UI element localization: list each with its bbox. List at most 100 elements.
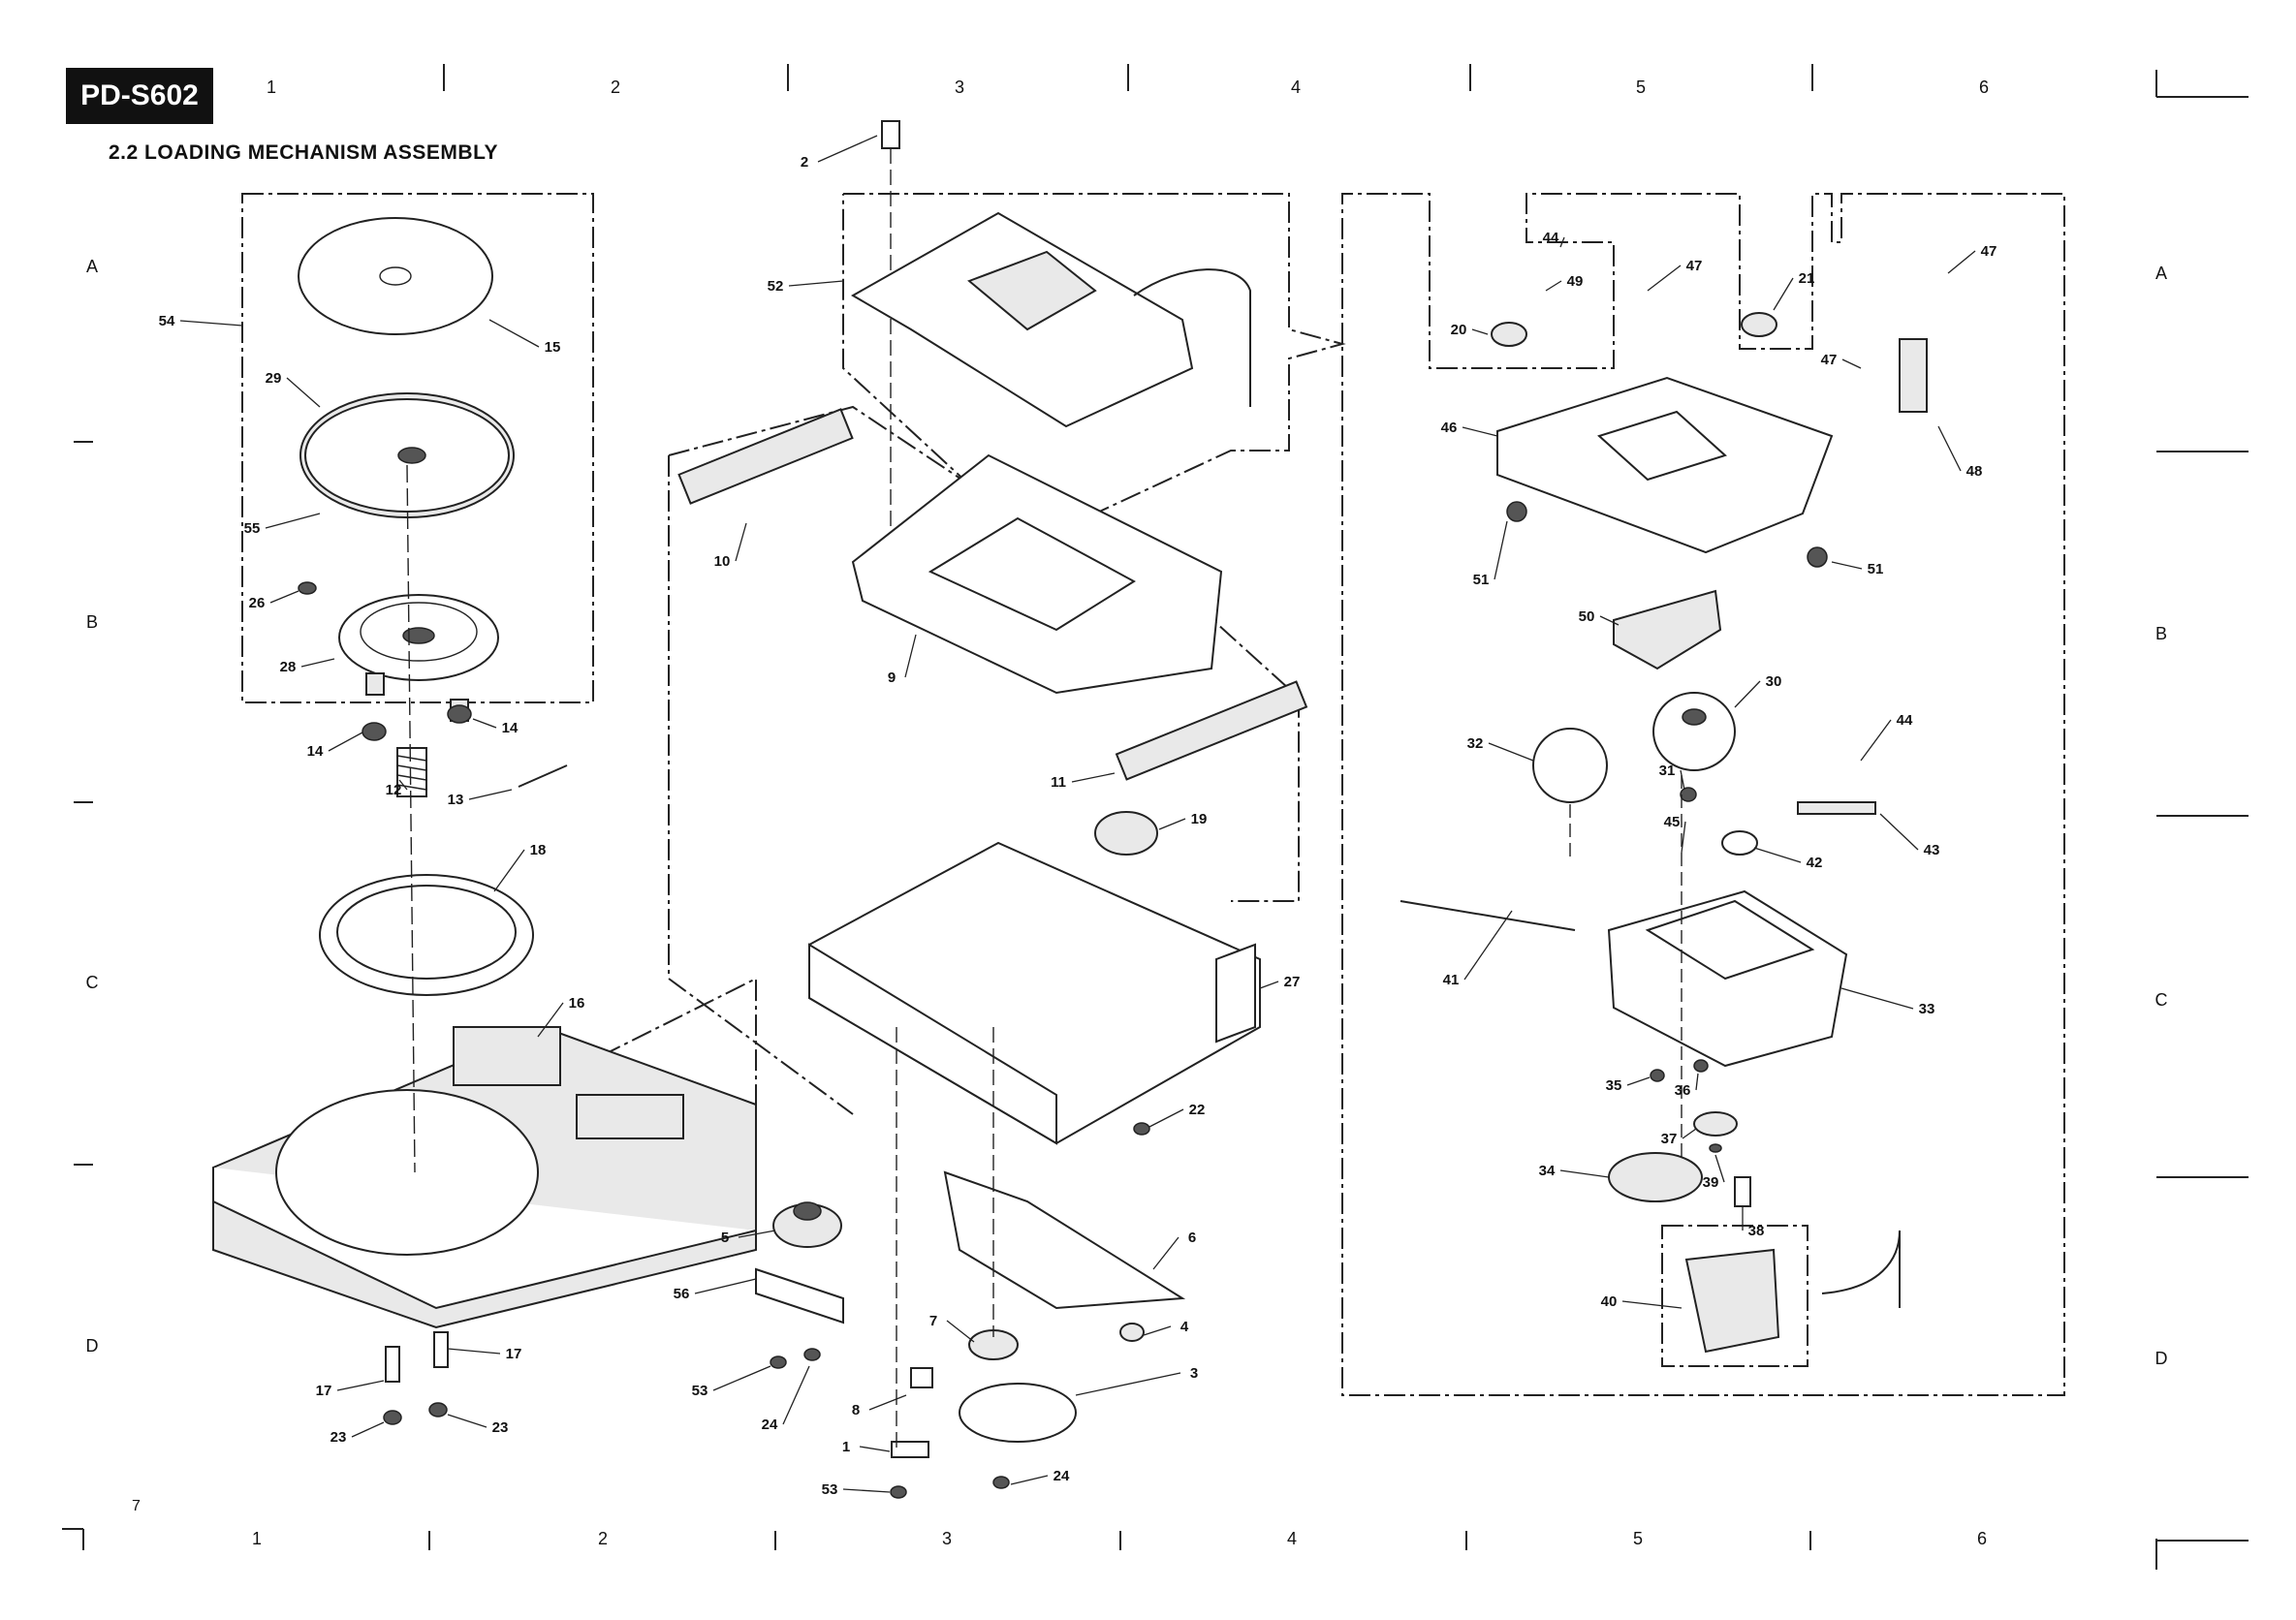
right-zone-ticks <box>2156 451 2249 1178</box>
callout-22: 22 <box>1148 1102 1205 1128</box>
callout-label: 23 <box>492 1419 509 1436</box>
callout-42: 42 <box>1753 847 1823 871</box>
callout-leader <box>1158 818 1186 830</box>
callout-leader <box>1494 520 1508 580</box>
callout-label: 51 <box>1868 561 1884 577</box>
column-label-top: 5 <box>1636 78 1646 97</box>
callout-label: 27 <box>1284 974 1301 990</box>
callout-leader <box>1599 615 1620 626</box>
clip-26 <box>298 581 317 595</box>
slide-rail-11 <box>1115 680 1308 781</box>
callout-label: 47 <box>1821 352 1838 368</box>
bracket-56 <box>755 1267 844 1324</box>
callout-leader <box>788 280 844 287</box>
callout-11: 11 <box>1051 772 1116 791</box>
callout-label: 37 <box>1661 1131 1678 1147</box>
callout-leader <box>1647 265 1682 292</box>
callout-leader <box>1753 847 1802 863</box>
row-label-right: D <box>2155 1349 2168 1368</box>
column-label-bottom: 2 <box>598 1529 608 1548</box>
callout-leader <box>1075 1372 1181 1396</box>
washer-39 <box>1709 1143 1722 1153</box>
callout-50: 50 <box>1579 608 1620 626</box>
callout-leader <box>472 718 497 729</box>
callout-label: 14 <box>502 720 519 736</box>
callout-label: 56 <box>674 1286 690 1302</box>
column-label-bottom: 4 <box>1287 1529 1297 1548</box>
gear-4 <box>1119 1323 1145 1342</box>
callout-label: 11 <box>1051 774 1066 791</box>
callout-label: 17 <box>316 1383 332 1399</box>
callout-label: 18 <box>530 842 547 858</box>
callout-15: 15 <box>488 319 560 356</box>
callout-leader <box>1937 425 1962 472</box>
callout-leader <box>1879 813 1919 851</box>
callout-leader <box>1947 250 1976 274</box>
column-label-top: 6 <box>1979 78 1989 97</box>
callout-label: 8 <box>852 1402 860 1418</box>
pickup-detail-box <box>1661 1225 1808 1367</box>
callout-leader <box>868 1394 907 1411</box>
callout-label: 41 <box>1443 972 1460 988</box>
callout-label: 19 <box>1191 811 1208 827</box>
callout-17: 17 <box>316 1380 385 1399</box>
callout-label: 17 <box>506 1346 522 1362</box>
callout-31: 31 <box>1659 763 1685 791</box>
row-label-left: D <box>86 1336 99 1355</box>
callout-leader <box>1773 277 1794 311</box>
column-label-top: 4 <box>1291 78 1301 97</box>
callout-leader <box>1545 280 1562 292</box>
gear-37 <box>1693 1111 1738 1137</box>
callout-label: 7 <box>929 1313 937 1329</box>
callout-label: 3 <box>1190 1365 1198 1382</box>
callout-53: 53 <box>822 1481 891 1498</box>
callout-label: 24 <box>762 1417 778 1433</box>
callout-29: 29 <box>266 370 321 408</box>
callout-leader <box>300 658 335 668</box>
callout-7: 7 <box>929 1313 975 1343</box>
callout-leader <box>1148 1108 1184 1128</box>
screw-24a <box>803 1348 821 1361</box>
callout-39: 39 <box>1703 1154 1725 1191</box>
callout-51: 51 <box>1831 561 1884 577</box>
pickup-cable <box>1821 1230 1901 1308</box>
bushing-21 <box>1741 312 1777 337</box>
callout-leader <box>493 849 525 892</box>
callout-28: 28 <box>280 658 335 675</box>
chassis-assembly <box>677 120 1308 1499</box>
callout-51: 51 <box>1473 520 1508 588</box>
callout-label: 53 <box>822 1481 838 1498</box>
callout-32: 32 <box>1467 735 1534 762</box>
callout-55: 55 <box>244 513 321 537</box>
screw-53b <box>890 1485 907 1499</box>
callout-label: 28 <box>280 659 297 675</box>
callout-label: 50 <box>1579 608 1595 625</box>
callout-label: 47 <box>1686 258 1703 274</box>
tray-assembly <box>212 217 757 1425</box>
slide-rail-10 <box>677 408 854 505</box>
callout-leader <box>447 1414 488 1428</box>
tray-link-outline <box>600 977 757 1105</box>
callout-leader <box>336 1380 385 1391</box>
callout-label: 32 <box>1467 735 1484 752</box>
callout-label: 42 <box>1807 855 1823 871</box>
screw-36 <box>1693 1059 1709 1073</box>
callout-leader <box>904 634 917 678</box>
callout-leader <box>1463 910 1513 981</box>
callout-label: 12 <box>386 782 402 798</box>
row-label-left: C <box>86 973 99 992</box>
cam-19 <box>1094 811 1158 856</box>
callout-label: 31 <box>1659 763 1676 779</box>
row-label-left: B <box>86 612 98 632</box>
callout-53: 53 <box>692 1365 771 1399</box>
callout-leader <box>1840 987 1914 1010</box>
callout-43: 43 <box>1879 813 1939 858</box>
column-label-bottom: 5 <box>1633 1529 1643 1548</box>
callout-leader <box>738 1230 776 1238</box>
callout-label: 54 <box>159 313 175 329</box>
lever-1 <box>891 1441 929 1458</box>
callout-leader <box>1680 769 1685 791</box>
callout-leader <box>269 590 299 604</box>
callout-10: 10 <box>714 522 747 570</box>
callout-label: 30 <box>1766 673 1782 690</box>
